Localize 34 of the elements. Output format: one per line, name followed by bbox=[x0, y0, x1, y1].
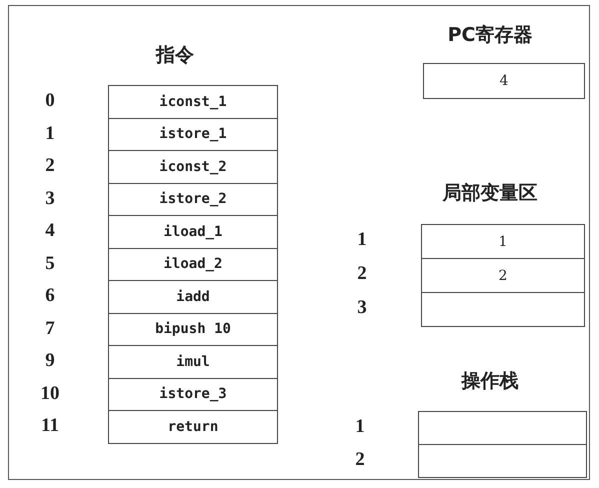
row-number: 1 bbox=[44, 122, 56, 144]
table-cell: return bbox=[108, 410, 278, 444]
table-cell: iload_2 bbox=[108, 248, 278, 281]
row-number: 0 bbox=[44, 90, 56, 112]
table-cell: iconst_1 bbox=[108, 85, 278, 118]
row-number: 4 bbox=[44, 220, 56, 242]
table-heading: 操作栈 bbox=[462, 369, 518, 394]
row-number: 3 bbox=[44, 188, 56, 210]
table-cell: istore_2 bbox=[108, 182, 278, 216]
table-cell: 4 bbox=[423, 63, 585, 99]
row-number: 2 bbox=[356, 263, 368, 285]
row-number: 6 bbox=[44, 285, 56, 307]
table-cell: istore_1 bbox=[108, 118, 278, 151]
table-cell: imul bbox=[108, 345, 278, 378]
table-cell: bipush 10 bbox=[108, 312, 278, 346]
row-number: 5 bbox=[44, 252, 56, 274]
row-number: 11 bbox=[40, 415, 60, 437]
row-number: 1 bbox=[354, 416, 366, 438]
table-cell: iload_1 bbox=[108, 215, 278, 248]
row-number: 2 bbox=[44, 155, 56, 177]
table-cell: 1 bbox=[421, 224, 585, 259]
table-cell: istore_3 bbox=[108, 378, 278, 411]
row-number: 7 bbox=[44, 318, 56, 340]
table-heading: PC寄存器 bbox=[448, 23, 532, 48]
row-number: 10 bbox=[40, 382, 60, 404]
row-number: 1 bbox=[356, 229, 368, 251]
table-cell: 2 bbox=[421, 258, 585, 293]
table-cell: iadd bbox=[108, 280, 278, 314]
row-number: 3 bbox=[356, 297, 368, 319]
table-cell: iconst_2 bbox=[108, 150, 278, 184]
table-heading: 指令 bbox=[156, 43, 194, 68]
table-heading: 局部变量区 bbox=[442, 181, 538, 206]
row-number: 2 bbox=[354, 449, 366, 471]
row-number: 9 bbox=[44, 350, 56, 372]
